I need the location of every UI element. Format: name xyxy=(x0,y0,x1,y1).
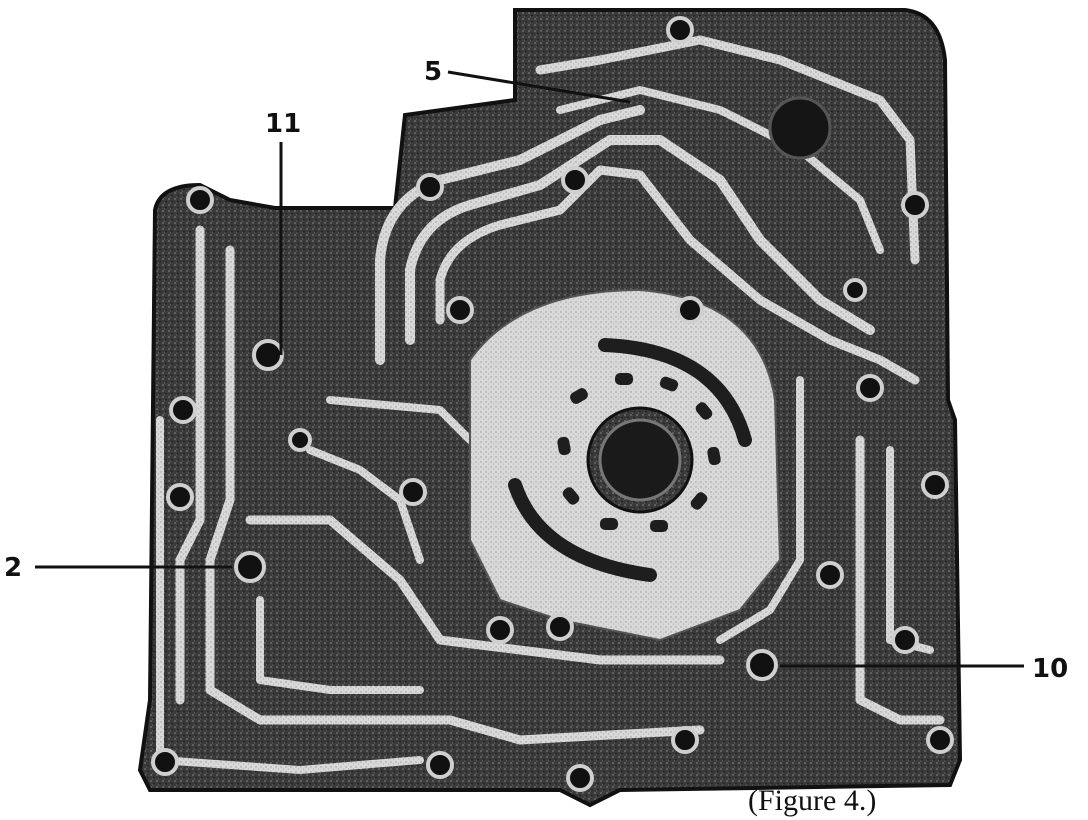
bolt-hole xyxy=(566,764,594,792)
passage xyxy=(556,86,884,254)
ring-port xyxy=(659,376,679,392)
bolt-hole xyxy=(151,748,179,776)
ring-port xyxy=(615,373,633,385)
bolt-hole xyxy=(546,613,574,641)
passage xyxy=(716,376,804,644)
bolt-hole xyxy=(901,191,929,219)
bolt-hole xyxy=(666,16,694,44)
passage xyxy=(855,435,945,725)
passage xyxy=(245,515,725,665)
bolt-hole xyxy=(169,396,197,424)
central-land xyxy=(469,288,782,642)
arc-port-upper xyxy=(598,338,752,447)
bolt-hole xyxy=(856,374,884,402)
center-bore-inner xyxy=(598,418,682,502)
passage xyxy=(156,416,424,774)
callout-5-label: 5 xyxy=(424,57,442,87)
bolt-hole xyxy=(561,166,589,194)
bolt-hole xyxy=(234,551,266,583)
passage xyxy=(435,165,920,385)
bolt-hole xyxy=(671,726,699,754)
bolt-holes xyxy=(151,16,954,792)
ring-port xyxy=(695,402,713,420)
bolt-hole xyxy=(816,561,844,589)
passage xyxy=(256,596,424,694)
ring-port xyxy=(562,487,580,505)
ring-ports xyxy=(557,373,721,532)
arc-port-lower xyxy=(508,478,657,582)
bolt-hole xyxy=(186,186,214,214)
accumulator-bore xyxy=(768,96,832,160)
bolt-hole xyxy=(416,173,444,201)
callout-2-label: 2 xyxy=(4,553,22,583)
bolt-hole xyxy=(252,339,284,371)
passage xyxy=(306,446,424,564)
leader-lines xyxy=(35,70,1024,668)
callout-10-label: 10 xyxy=(1032,654,1068,684)
bolt-hole xyxy=(746,649,778,681)
passage xyxy=(205,245,705,745)
callout-11-label: 11 xyxy=(265,109,301,139)
figure-caption: (Figure 4.) xyxy=(748,784,876,817)
passage xyxy=(175,225,205,705)
bolt-hole xyxy=(399,478,427,506)
passage xyxy=(375,105,645,365)
bolt-hole xyxy=(486,616,514,644)
bolt-hole xyxy=(166,483,194,511)
bolt-hole xyxy=(426,751,454,779)
bolt-hole xyxy=(926,726,954,754)
ring-port xyxy=(600,518,618,530)
ring-port xyxy=(707,446,721,466)
ring-port xyxy=(650,520,668,532)
bolt-hole xyxy=(843,278,867,302)
bolt-hole xyxy=(921,471,949,499)
ring-port xyxy=(557,436,571,456)
bolt-hole xyxy=(446,296,474,324)
passage xyxy=(535,35,920,265)
passage xyxy=(326,396,474,444)
bolt-hole xyxy=(288,428,312,452)
ring-port xyxy=(570,388,588,404)
passage xyxy=(405,135,875,345)
bolt-hole xyxy=(891,626,919,654)
ring-port xyxy=(690,492,708,510)
leader-line-5 xyxy=(447,70,631,104)
bolt-hole xyxy=(676,296,704,324)
